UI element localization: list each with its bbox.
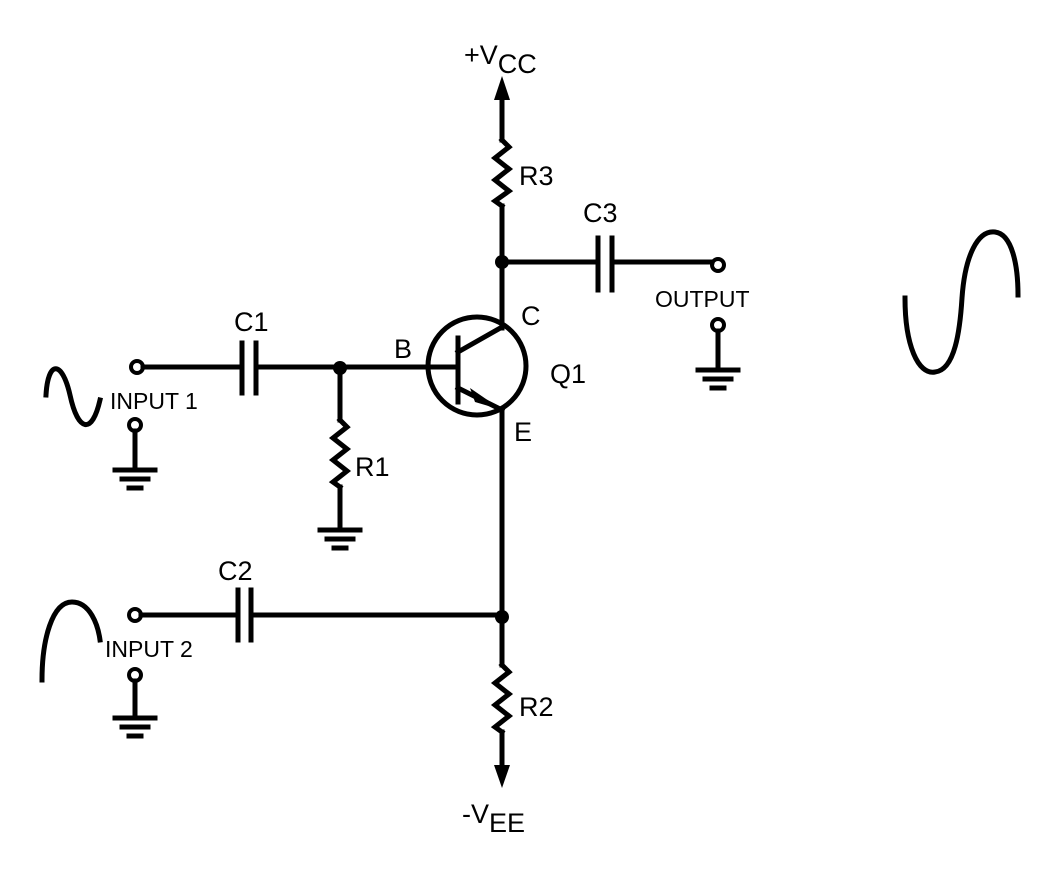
output-label: OUTPUT (655, 286, 750, 312)
emitter-pin-label: E (514, 417, 532, 447)
transistor-q1 (337, 314, 529, 418)
output-terminal[interactable] (710, 257, 726, 273)
r3-label: R3 (519, 161, 554, 191)
ground-icon (112, 678, 158, 739)
capacitor-c1 (140, 340, 343, 396)
resistor-r3 (490, 136, 514, 210)
emitter-arrow-icon (470, 388, 502, 410)
r1-label: R1 (355, 452, 390, 482)
vee-label: -VEE (462, 799, 525, 838)
collector-pin-label: C (521, 301, 541, 331)
input1-label: INPUT 1 (110, 388, 198, 414)
capacitor-c2 (138, 587, 505, 643)
vcc-label: +VCC (464, 40, 537, 79)
ground-icon (112, 428, 158, 491)
resistor-r1 (328, 416, 352, 491)
resistor-r2 (490, 661, 514, 736)
ground-icon (317, 484, 363, 551)
sine-wave-icon-input2 (39, 599, 103, 683)
c3-label: C3 (583, 198, 618, 228)
c2-label: C2 (218, 556, 253, 586)
input2-label: INPUT 2 (105, 636, 193, 662)
sine-wave-icon-input1 (43, 366, 103, 427)
ground-icon (695, 328, 741, 391)
vee-supply (494, 729, 510, 788)
sine-wave-icon-output (902, 229, 1021, 375)
r2-label: R2 (519, 692, 554, 722)
q1-label: Q1 (550, 359, 586, 389)
base-pin-label: B (394, 334, 412, 364)
vcc-supply (494, 76, 510, 143)
capacitor-c3 (499, 235, 715, 293)
c1-label: C1 (234, 307, 269, 337)
